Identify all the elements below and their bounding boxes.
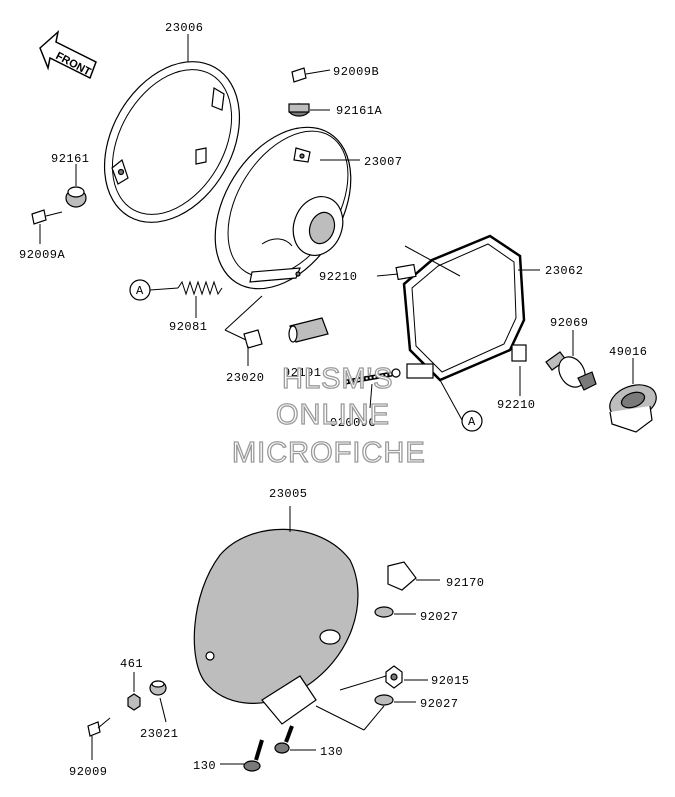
socket-cover xyxy=(609,384,657,433)
callout-92009a: 92009A xyxy=(19,248,66,262)
leader-lines xyxy=(149,34,634,421)
callout-92161: 92161 xyxy=(51,152,90,166)
callout-92009c: 92009C xyxy=(330,416,376,430)
callout-92191: 92191 xyxy=(283,366,322,380)
callout-92069: 92069 xyxy=(550,316,589,330)
callout-92161a: 92161A xyxy=(336,104,383,118)
callout-92015: 92015 xyxy=(431,674,470,688)
screw-92009a xyxy=(31,209,63,244)
nut-461 xyxy=(127,672,141,711)
reference-marker-label: A xyxy=(468,415,476,429)
headlight-reflector xyxy=(214,126,352,290)
callout-461: 461 xyxy=(120,657,143,671)
callout-130-right: 130 xyxy=(320,745,343,759)
callout-92170: 92170 xyxy=(446,576,485,590)
headlight-bulb xyxy=(545,351,597,391)
washer-92027-lower xyxy=(315,694,416,731)
callout-92027-lower: 92027 xyxy=(420,697,459,711)
reference-marker-left: A xyxy=(129,279,151,301)
screw-92009c xyxy=(345,368,401,385)
clip-23020 xyxy=(224,295,263,349)
callout-23005: 23005 xyxy=(269,487,308,501)
callout-92210-lower: 92210 xyxy=(497,398,536,412)
grommet-92161 xyxy=(65,164,87,208)
callout-92027-upper: 92027 xyxy=(420,610,459,624)
callout-130-left: 130 xyxy=(193,759,216,773)
watermark-line-2: ONLINE xyxy=(276,399,390,431)
callout-92210-upper: 92210 xyxy=(319,270,358,284)
grommet-23021 xyxy=(149,680,167,723)
collar xyxy=(288,317,329,343)
front-arrow-icon: FRONT xyxy=(39,29,97,80)
adjusting-spring xyxy=(177,280,223,296)
headlight-shell xyxy=(193,506,359,725)
callout-92009: 92009 xyxy=(69,765,108,779)
reference-marker-label: A xyxy=(136,284,144,298)
clip-92170 xyxy=(387,561,440,591)
grommet-92161a xyxy=(288,103,330,117)
screw-92009b xyxy=(291,67,331,83)
callout-23007: 23007 xyxy=(364,155,403,169)
nut-92015 xyxy=(339,665,428,691)
callout-92009b: 92009B xyxy=(333,65,379,79)
callout-23062: 23062 xyxy=(545,264,584,278)
headlight-bracket xyxy=(395,234,527,382)
watermark-line-1: HLSM'S xyxy=(282,363,393,395)
washer-92027-upper xyxy=(374,606,416,618)
callout-49016: 49016 xyxy=(609,345,648,359)
reference-marker-right: A xyxy=(461,410,483,432)
watermark-line-3: MICROFICHE xyxy=(232,437,426,469)
screw-92009 xyxy=(87,717,111,760)
headlight-rim xyxy=(103,61,241,223)
callout-23006: 23006 xyxy=(165,21,204,35)
watermark: HLSM'S ONLINE MICROFICHE xyxy=(231,362,426,469)
callout-labels: 23006 92009B 92161A 92161 23007 92009A 9… xyxy=(19,21,648,779)
bolt-130-right xyxy=(274,725,316,754)
callout-23020: 23020 xyxy=(226,371,265,385)
callout-92081: 92081 xyxy=(169,320,208,334)
bolt-130-left xyxy=(220,739,264,772)
callout-23021: 23021 xyxy=(140,727,179,741)
